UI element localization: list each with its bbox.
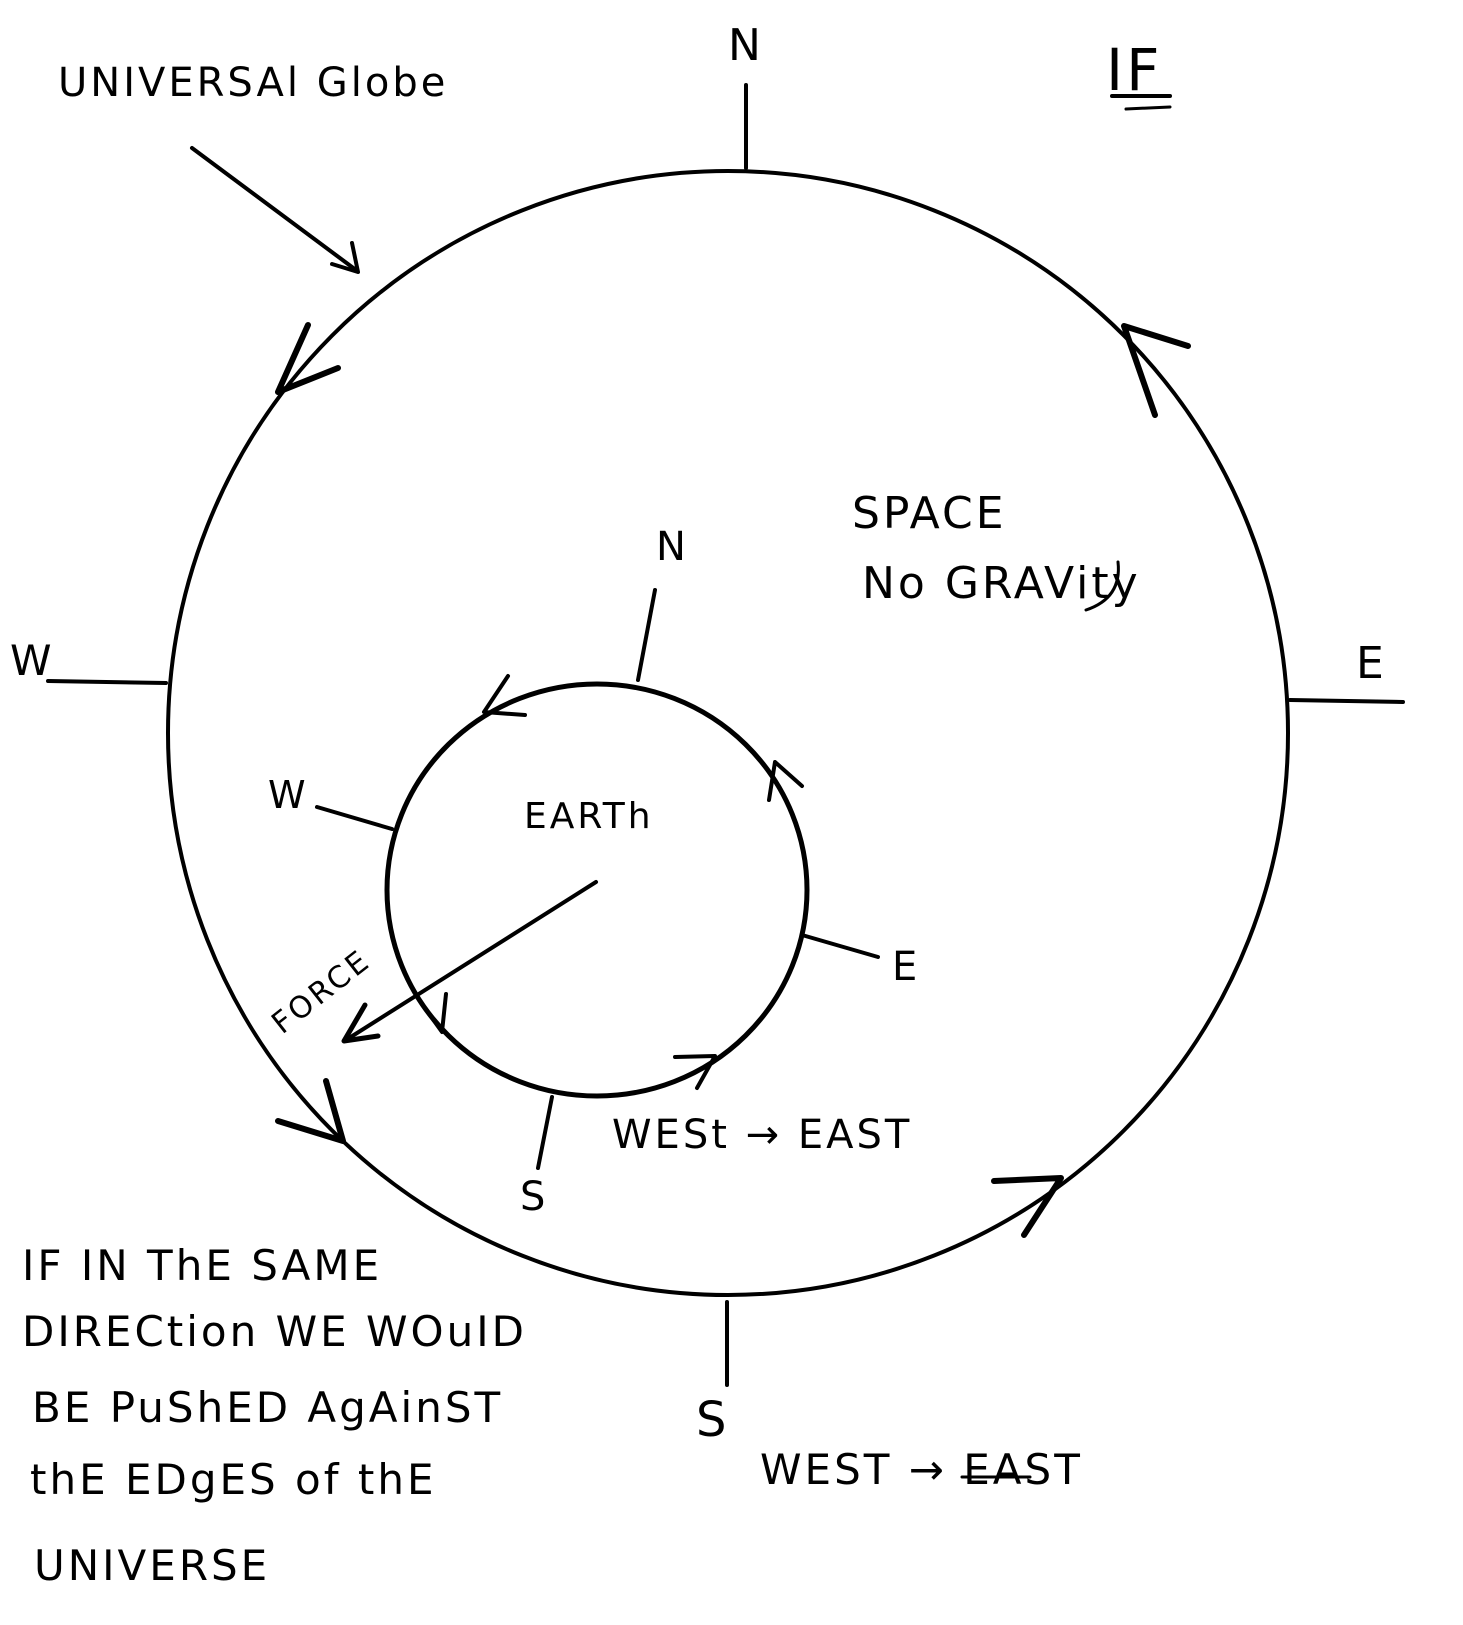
- inner-arrow-right: [767, 760, 804, 802]
- note-line-1: IF IN ThE SAME: [22, 1241, 382, 1290]
- gravity-flourish: [1084, 560, 1120, 612]
- outer-arrow-bottom-left: [275, 1078, 346, 1144]
- outer-arrow-top-left: [275, 322, 341, 395]
- outer-west-tick: [46, 679, 168, 685]
- inner-south-label: S: [520, 1174, 548, 1220]
- inner-west-label: W: [268, 773, 309, 817]
- outer-arrow-top-right: [1121, 323, 1191, 418]
- inner-north-tick: [636, 588, 657, 682]
- note-line-3: BE PuShED AgAinST: [32, 1383, 503, 1432]
- note-line-4: thE EDgES of thE: [30, 1455, 437, 1504]
- outer-direction-label: WEST → EAST: [760, 1445, 1083, 1494]
- outer-west-label: W: [10, 636, 55, 685]
- universal-globe-circle: [166, 169, 1290, 1297]
- earth-label: EARTh: [524, 796, 654, 837]
- inner-south-tick: [536, 1095, 554, 1170]
- globe-pointer-arrowhead: [330, 241, 360, 274]
- outer-arrow-bottom-right: [991, 1175, 1064, 1238]
- inner-east-tick: [800, 933, 880, 959]
- universal-globe-label: UNIVERSAl Globe: [58, 60, 448, 106]
- inner-arrow-top-left: [482, 674, 527, 717]
- outer-south-label: S: [696, 1392, 729, 1448]
- inner-arrow-bottom-right: [673, 1054, 717, 1090]
- space-label: SPACE: [852, 488, 1007, 539]
- earth-circle: [384, 681, 810, 1099]
- inner-west-tick: [315, 805, 394, 831]
- force-label: FORCE: [265, 943, 377, 1041]
- note-line-5: UNIVERSE: [34, 1541, 270, 1590]
- globe-pointer-arrow: [190, 146, 358, 272]
- no-gravity-label: No GRAVity: [862, 558, 1141, 609]
- inner-east-label: E: [892, 944, 920, 990]
- force-arrowhead: [341, 1002, 381, 1044]
- if-title: IF: [1106, 36, 1162, 104]
- inner-north-label: N: [656, 524, 689, 570]
- outer-east-tick: [1288, 698, 1405, 704]
- inner-arrow-bottom-left: [417, 992, 448, 1034]
- force-arrow: [344, 880, 598, 1042]
- if-underline-2: [1124, 105, 1172, 111]
- inner-direction-label: WESt → EAST: [612, 1112, 912, 1158]
- note-line-2: DIRECtion WE WOuID: [22, 1307, 527, 1356]
- outer-north-label: N: [728, 20, 764, 71]
- outer-east-label: E: [1356, 638, 1387, 689]
